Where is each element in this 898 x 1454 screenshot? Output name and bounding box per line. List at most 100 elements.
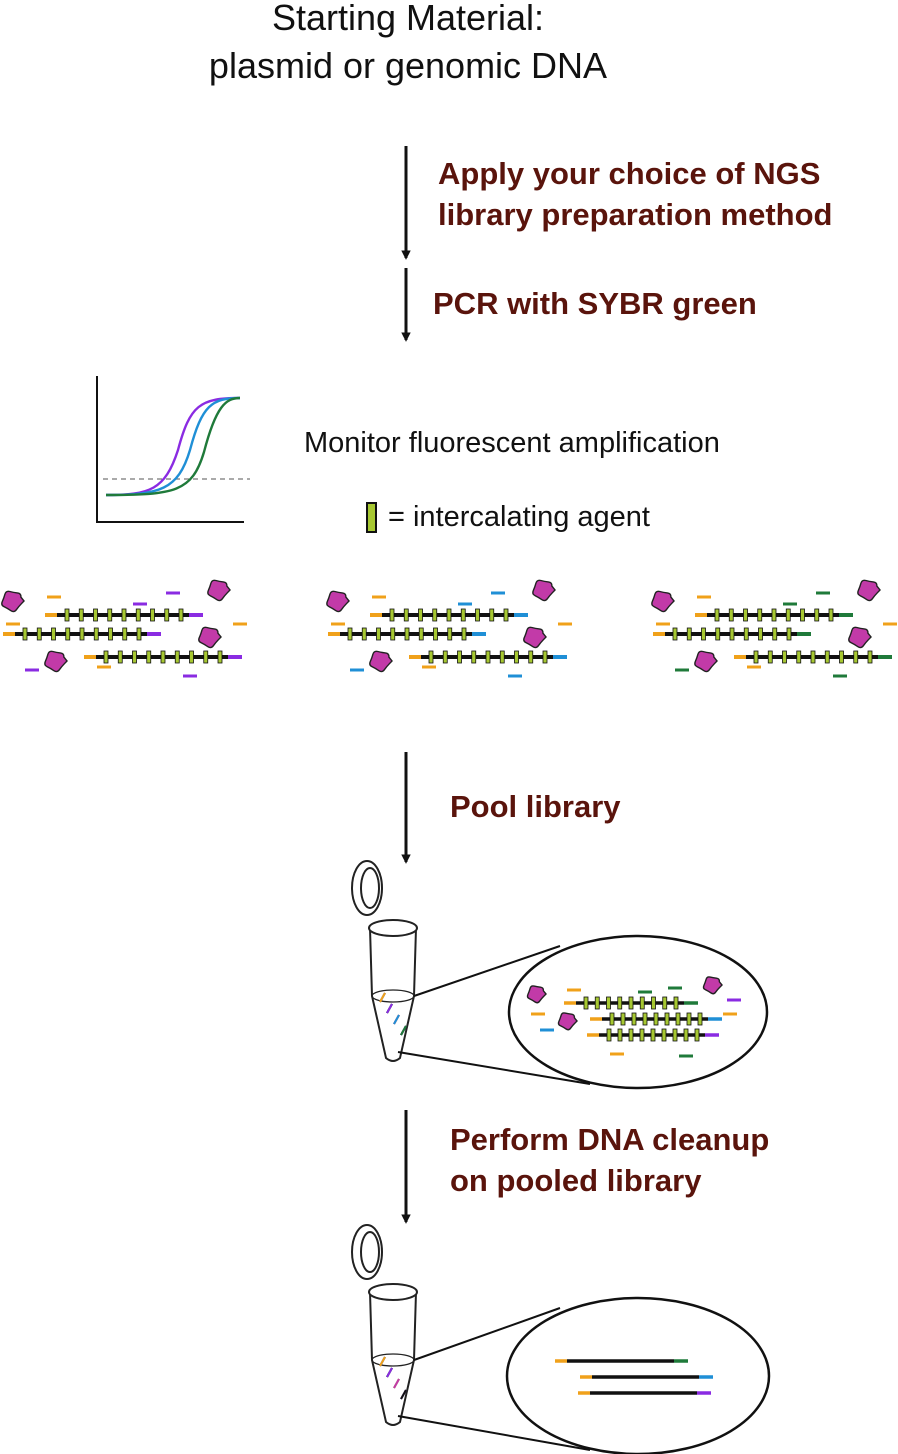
intercalator-mark (160, 650, 166, 664)
intercalator-mark (853, 650, 859, 664)
intercalator-mark (122, 627, 128, 641)
intercalator-mark (772, 627, 778, 641)
tube-cleaned (351, 1224, 418, 1426)
zoom-connector-bottom (397, 1051, 591, 1085)
intercalator-mark (639, 1028, 645, 1042)
tube-cap-outer (351, 860, 383, 916)
tube-cap-outer (351, 1224, 383, 1280)
intercalator-mark (103, 650, 109, 664)
intercalator-mark (743, 627, 749, 641)
intercalator-mark (686, 1012, 692, 1026)
intercalator-mark (150, 608, 155, 622)
tube-content-mark (400, 1389, 407, 1400)
title-line-1: Starting Material: (272, 0, 544, 38)
intercalator-mark (606, 996, 611, 1010)
intercalator-mark (661, 1028, 667, 1042)
polymerase-blob (694, 650, 718, 673)
intercalator-mark (418, 627, 424, 641)
intercalator-mark (729, 627, 735, 641)
intercalator-mark (117, 650, 123, 664)
zoom-ellipse (507, 934, 769, 1090)
intercalator-mark (361, 627, 367, 641)
intercalator-mark (672, 627, 678, 641)
polymerase-blob (44, 650, 68, 673)
intercalator-mark (503, 608, 509, 622)
zoom-connector-top (413, 1307, 561, 1361)
intercalator-mark (499, 650, 505, 664)
intercalator-mark (108, 627, 113, 641)
tube-rim (368, 919, 418, 937)
intercalator-mark (22, 627, 28, 641)
intercalator-mark (728, 608, 734, 622)
legend-label: = intercalating agent (388, 501, 650, 533)
tube-content-mark (393, 1378, 400, 1389)
intercalator-mark (786, 627, 792, 641)
sample-group-purple (1, 579, 247, 678)
intercalator-mark (664, 1012, 670, 1026)
intercalator-mark (828, 608, 834, 622)
tube-rim (368, 1283, 418, 1301)
intercalator-mark (683, 1028, 689, 1042)
polymerase-blob (651, 590, 675, 613)
zoom-connector-top (413, 945, 561, 997)
intercalator-mark (642, 1012, 648, 1026)
tube-cap-inner (360, 867, 380, 909)
intercalator-mark (442, 650, 448, 664)
intercalator-mark (673, 996, 679, 1010)
intercalator-mark (631, 1012, 637, 1026)
intercalator-mark (628, 996, 634, 1010)
intercalator-mark (796, 650, 802, 664)
intercalator-mark (662, 996, 668, 1010)
tube-pooled (351, 860, 418, 1062)
step-cleanup-line-1: Perform DNA cleanup (450, 1122, 769, 1157)
intercalator-mark (428, 650, 434, 664)
tube-content-mark (386, 1367, 393, 1378)
step-library-prep-line-2: library preparation method (438, 197, 832, 232)
intercalator-mark (475, 608, 480, 622)
amplification-plot (96, 376, 250, 523)
intercalator-mark (606, 1028, 612, 1042)
polymerase-blob (526, 985, 547, 1004)
curve-blue (105, 396, 241, 497)
tube-body (368, 1291, 418, 1426)
polymerase-blob (198, 626, 222, 649)
intercalator-mark (461, 627, 467, 641)
intercalator-mark (609, 1012, 615, 1026)
intercalator-mark (583, 996, 589, 1010)
intercalator-mark (189, 650, 194, 664)
intercalator-mark (743, 608, 748, 622)
intercalator-mark (78, 608, 84, 622)
intercalator-mark (36, 627, 42, 641)
intercalator-mark (594, 996, 600, 1010)
intercalator-mark (51, 627, 56, 641)
intercalator-mark (757, 608, 763, 622)
zoom-connector-bottom (397, 1415, 591, 1451)
intercalator-mark (628, 1028, 634, 1042)
intercalator-mark (771, 608, 777, 622)
intercalator-mark (178, 608, 184, 622)
intercalator-mark (107, 608, 113, 622)
intercalator-mark (146, 650, 152, 664)
intercalator-mark (617, 1028, 623, 1042)
intercalator-mark (446, 608, 452, 622)
intercalator-mark (767, 650, 773, 664)
tube-content-mark (400, 1025, 407, 1036)
polymerase-blob (848, 626, 872, 649)
intercalator-mark (528, 650, 534, 664)
intercalator-mark (135, 608, 141, 622)
intercalator-mark (824, 650, 830, 664)
intercalator-mark (217, 650, 223, 664)
polymerase-blob (369, 650, 393, 673)
intercalator-mark (714, 608, 720, 622)
tube-content-mark (379, 992, 386, 1003)
intercalator-mark (782, 650, 787, 664)
tube-content-mark (393, 1014, 400, 1025)
intercalator-mark (672, 1028, 678, 1042)
polymerase-blob (857, 579, 881, 602)
intercalator-mark (620, 1012, 626, 1026)
polymerase-blob (207, 579, 231, 602)
intercalator-mark (418, 608, 423, 622)
intercalator-mark (64, 608, 70, 622)
intercalator-mark (79, 627, 85, 641)
